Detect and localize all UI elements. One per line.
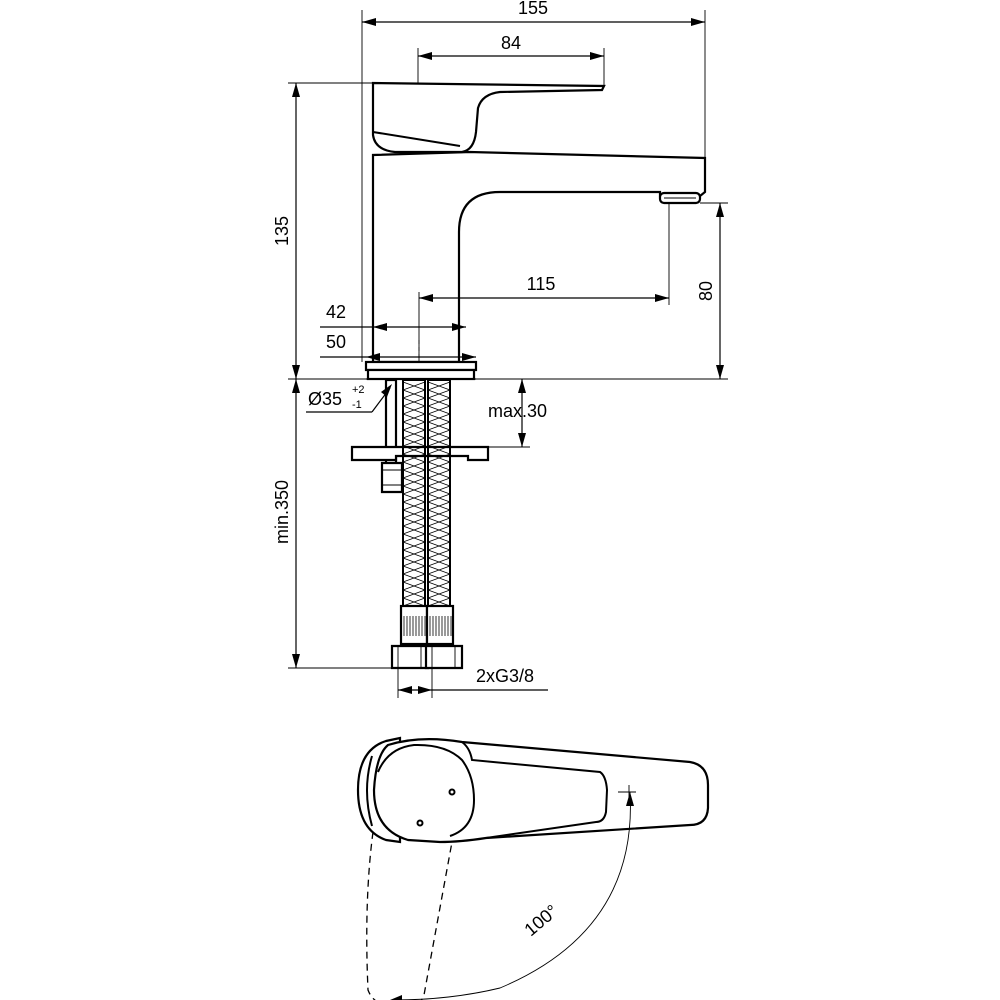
crimp-knurling (403, 616, 452, 636)
lever-handle (371, 81, 606, 154)
label-max-thickness: max.30 (488, 401, 547, 421)
label-projection: 115 (527, 274, 556, 294)
base-flange (364, 360, 478, 372)
hose-crimp-right (425, 604, 455, 646)
pivot-dot-1 (448, 788, 456, 796)
flexible-hoses (390, 379, 464, 670)
label-base-outer: 50 (326, 332, 346, 352)
label-connection: 2xG3/8 (476, 666, 534, 686)
mounting-plate (350, 445, 490, 462)
label-hole-diameter: Ø35 (308, 389, 342, 409)
faucet-side-view (364, 81, 707, 381)
dimension-lines (288, 10, 728, 698)
faucet-body (371, 150, 707, 364)
connection-nut-left (390, 644, 430, 670)
mounting-nut (380, 461, 404, 494)
hose-right (427, 379, 451, 609)
label-lever-angle: 100° (520, 901, 561, 940)
hose-crimp-left (399, 604, 429, 646)
pivot-dot-2 (416, 819, 424, 827)
label-hole-tol-plus: +2 (352, 384, 365, 396)
lever-top (372, 738, 710, 844)
label-spout-height: 80 (696, 281, 716, 301)
label-base-inner: 42 (326, 302, 346, 322)
angle-arc (393, 791, 631, 1000)
connection-nut-right (424, 644, 464, 670)
hose-braid-pattern (402, 381, 451, 607)
label-hole-tol-minus: -1 (352, 399, 362, 411)
faucet-top-view (356, 736, 710, 1000)
label-overall-width: 155 (518, 0, 548, 18)
hose-left (402, 379, 426, 609)
label-lever-length: 84 (501, 33, 521, 53)
lever-rotated-outline (366, 831, 453, 1000)
label-hose-length: min.350 (272, 480, 292, 544)
label-height: 135 (272, 216, 292, 246)
